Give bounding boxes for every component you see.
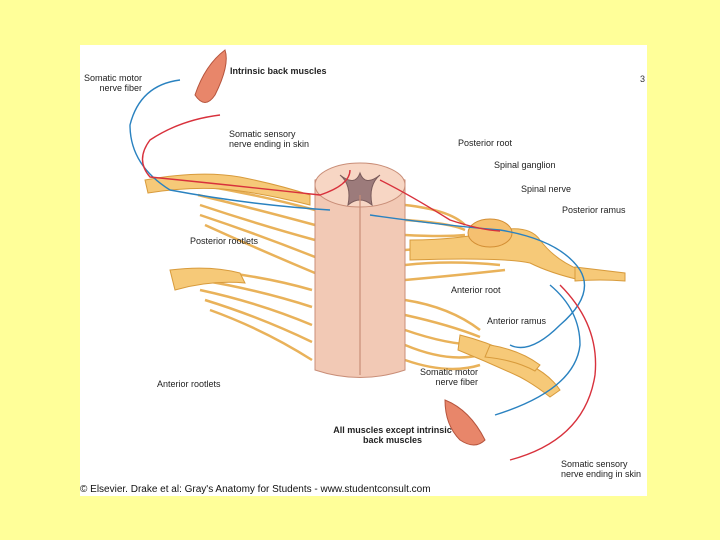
nerve-trunks xyxy=(144,173,626,398)
copyright-caption: © Elsevier. Drake et al: Gray's Anatomy … xyxy=(80,484,431,495)
label-anterior-root: Anterior root xyxy=(451,285,501,295)
label-posterior-root: Posterior root xyxy=(458,138,513,148)
label-anterior-rootlets: Anterior rootlets xyxy=(157,379,221,389)
label-somatic-sensory-top: Somatic sensory nerve ending in skin xyxy=(229,129,310,149)
label-somatic-motor-bottom: Somatic motor nerve fiber xyxy=(419,367,478,387)
stray-mark: 3 xyxy=(640,74,646,84)
sensory-fibers xyxy=(141,114,597,461)
label-somatic-motor-top: Somatic motor nerve fiber xyxy=(83,73,142,93)
label-somatic-sensory-bottom: Somatic sensory nerve ending in skin xyxy=(561,459,642,479)
label-posterior-ramus: Posterior ramus xyxy=(562,205,626,215)
label-all-muscles: All muscles except intrinsic back muscle… xyxy=(333,425,452,445)
muscles xyxy=(194,49,486,446)
label-anterior-ramus: Anterior ramus xyxy=(487,316,547,326)
label-intrinsic-back-muscles: Intrinsic back muscles xyxy=(230,66,327,76)
spinal-ganglion-shape xyxy=(467,218,513,248)
spinal-cord xyxy=(314,162,406,378)
motor-fibers xyxy=(129,79,586,416)
label-spinal-ganglion: Spinal ganglion xyxy=(494,160,556,170)
spinal-nerve-diagram xyxy=(129,49,626,461)
diagram-panel: Somatic motor nerve fiber Intrinsic back… xyxy=(80,45,647,496)
label-spinal-nerve: Spinal nerve xyxy=(521,184,572,194)
label-posterior-rootlets: Posterior rootlets xyxy=(190,236,259,246)
